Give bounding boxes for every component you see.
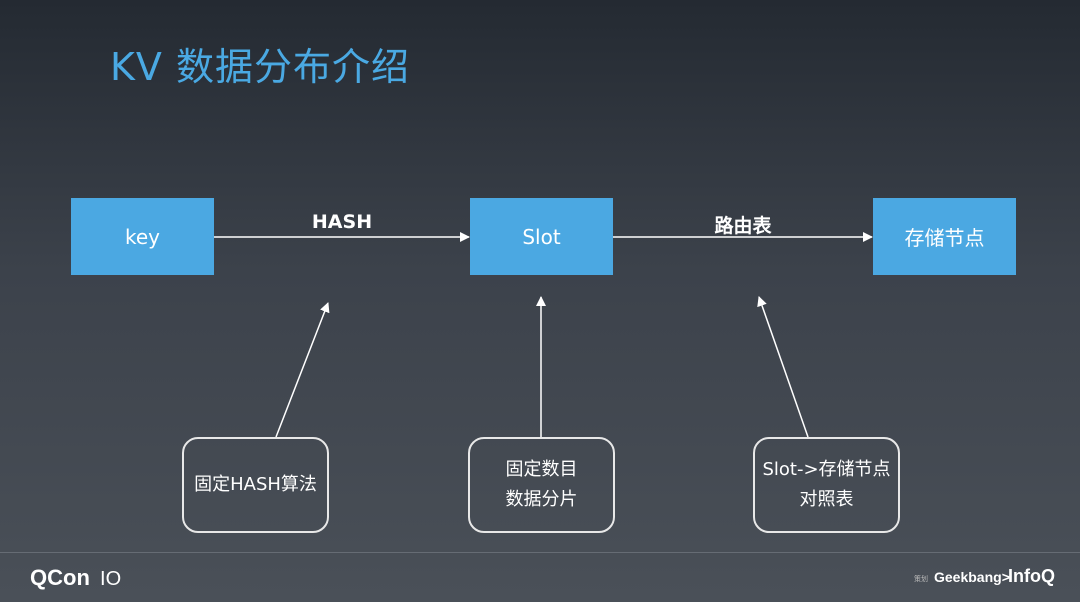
slot-node-label: Slot [522, 224, 561, 249]
qcon-logo: QCon IO [30, 565, 121, 591]
infoq-logo: InfoQ [1008, 566, 1055, 586]
hash-edge-label: HASH [311, 211, 373, 233]
geekbang-logo: Geekbang> [934, 569, 1010, 585]
arrow-note3-to-route [757, 296, 809, 438]
storage-node-label: 存储节点 [904, 226, 985, 250]
qcon-logo-text: QCon [30, 565, 90, 590]
qcon-logo-mark: IO [100, 568, 122, 590]
fixed-slots-note-line-1: 固定数目 [505, 459, 578, 480]
fixed-slots-note: 固定数目 数据分片 [468, 437, 615, 533]
slot-node: Slot [470, 198, 613, 275]
slot-mapping-note-line-1: Slot->存储节点 [762, 459, 891, 480]
route-table-edge-label: 路由表 [714, 215, 772, 237]
key-node: key [71, 198, 214, 275]
fixed-slots-note-line-2: 数据分片 [505, 489, 578, 510]
slot-mapping-note: Slot->存储节点 对照表 [753, 437, 900, 533]
fixed-hash-note-line-1: 固定HASH算法 [194, 474, 317, 495]
fixed-hash-note: 固定HASH算法 [182, 437, 329, 533]
footer-divider [0, 552, 1080, 553]
page-title: KV 数据分布介绍 [110, 45, 410, 89]
key-node-label: key [124, 224, 160, 249]
slot-mapping-note-line-2: 对照表 [799, 489, 854, 510]
storage-node: 存储节点 [873, 198, 1016, 275]
sponsor-label: 策划 [914, 575, 928, 583]
arrow-note1-to-hash [275, 302, 330, 438]
